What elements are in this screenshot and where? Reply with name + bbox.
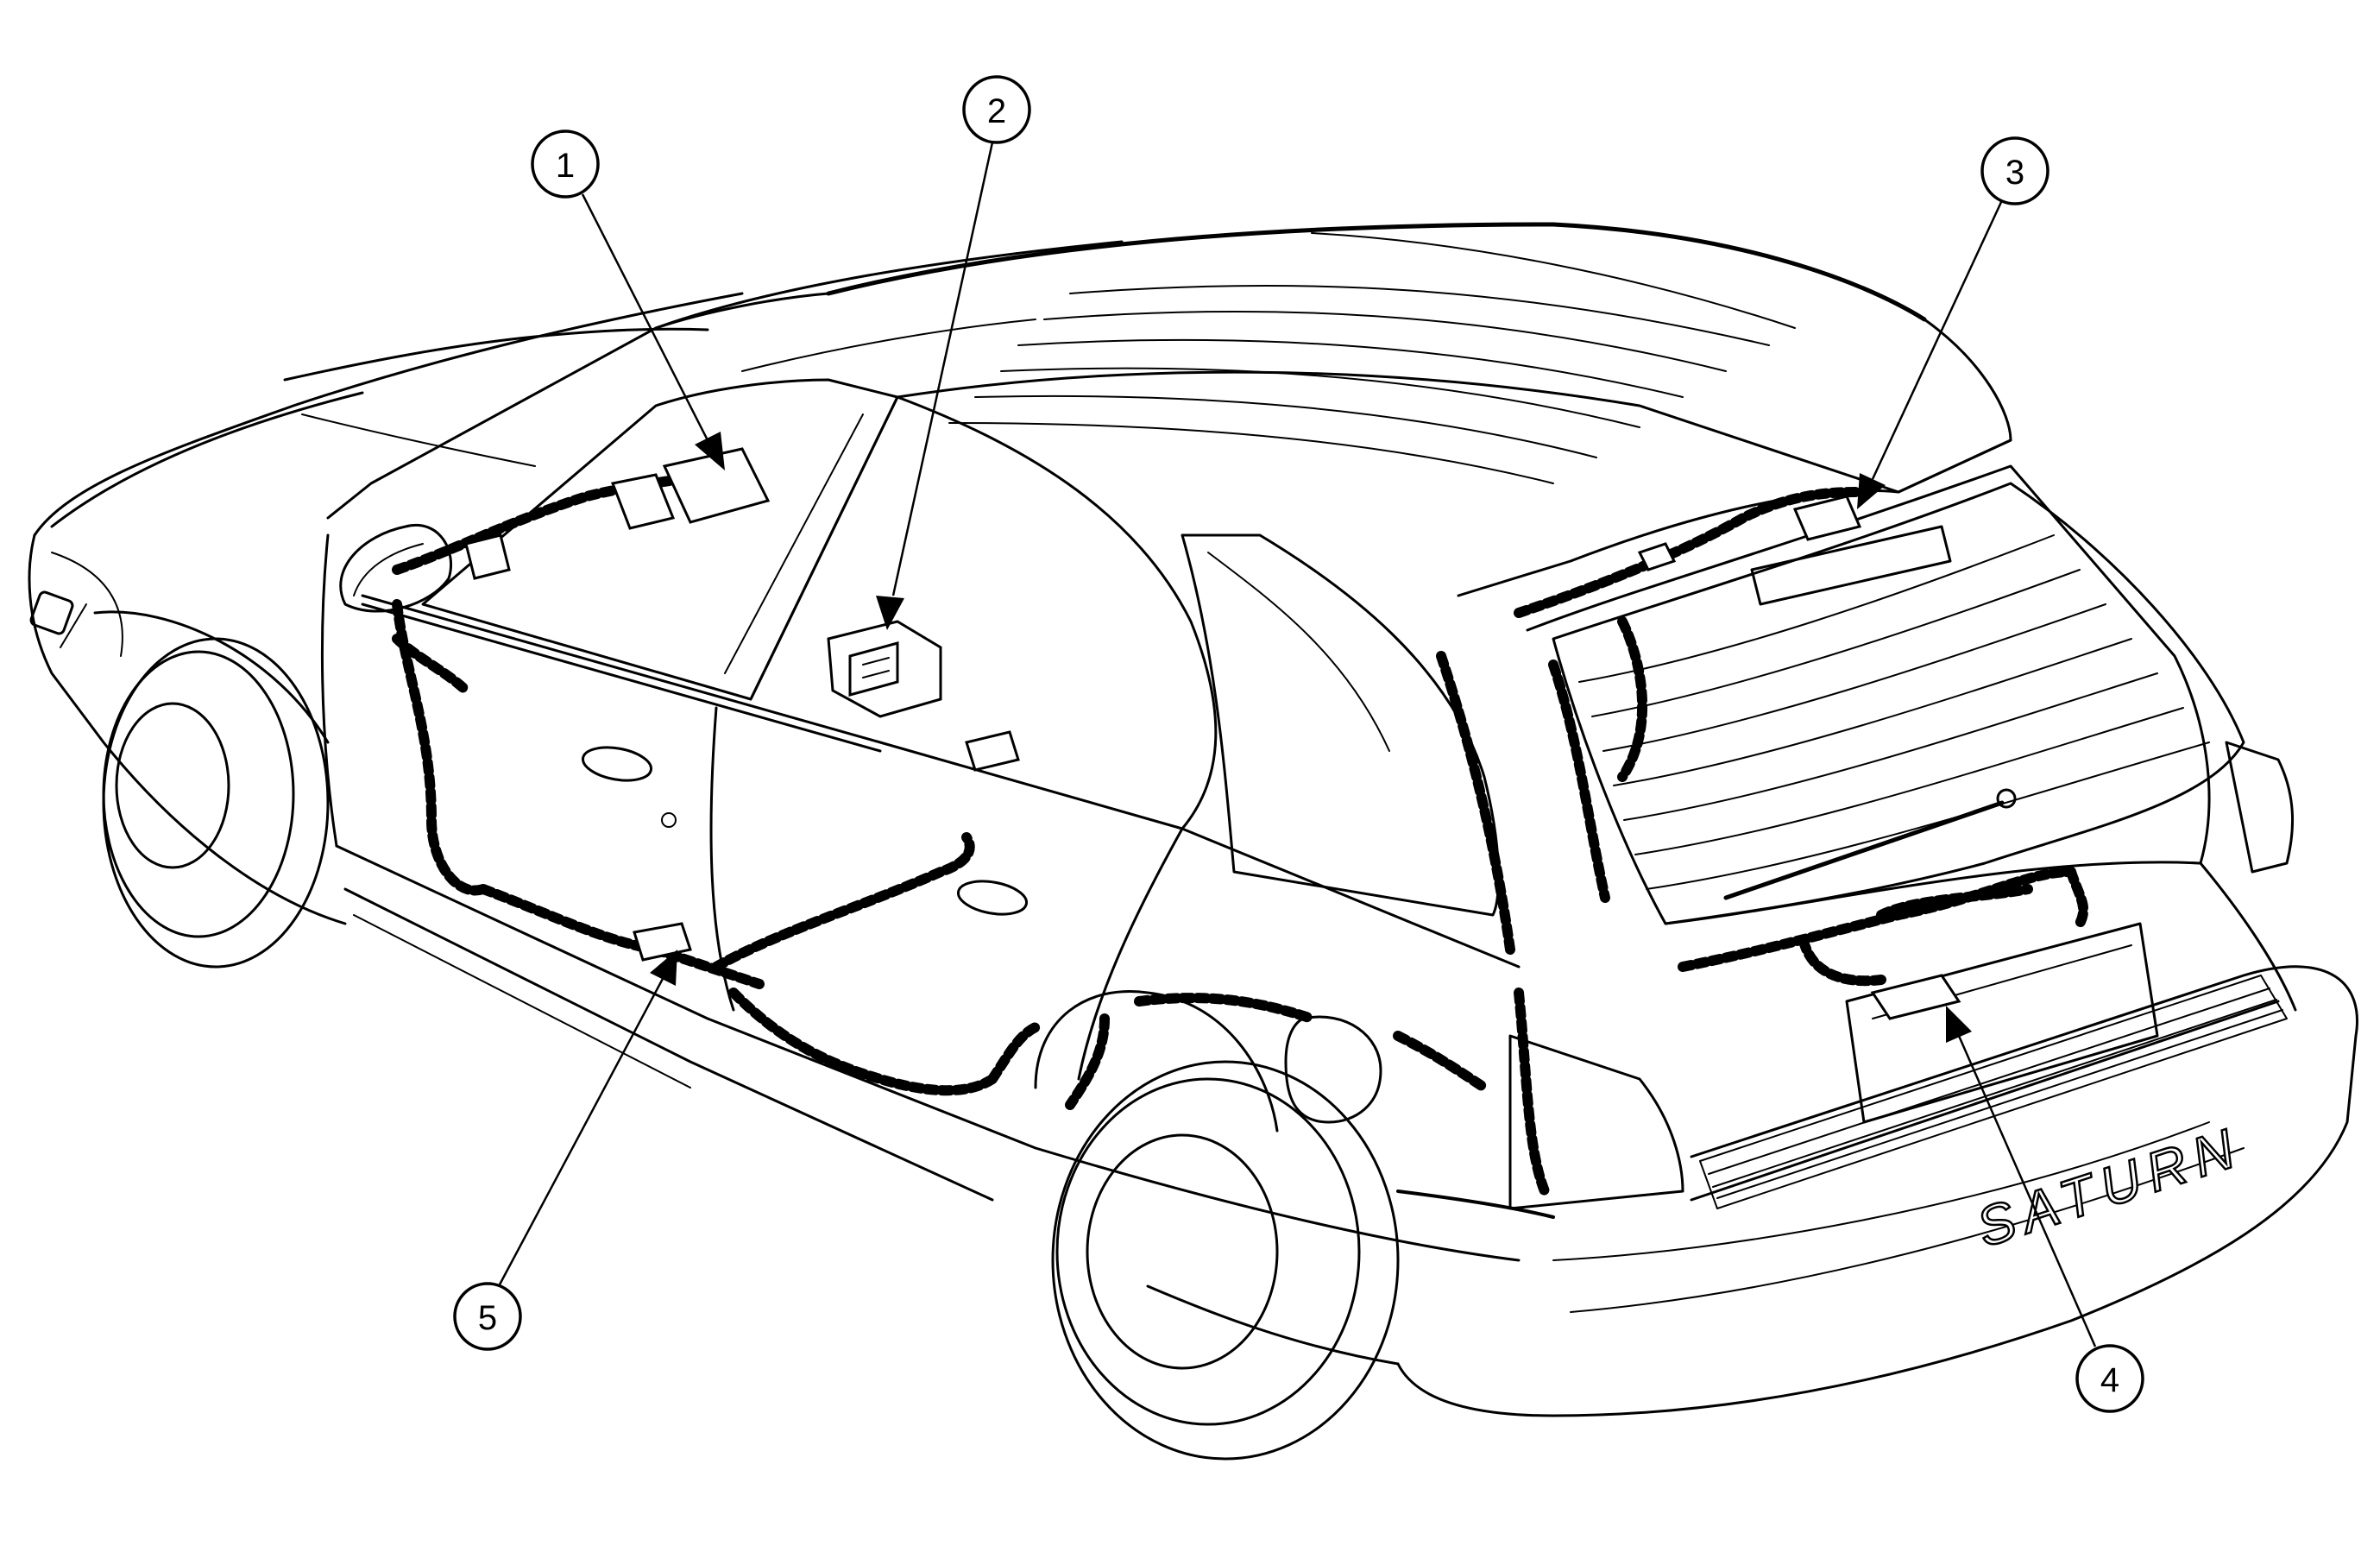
callout-5-number: 5: [478, 1299, 497, 1337]
callout-1-number: 1: [556, 147, 575, 185]
component-3-connector: [1637, 495, 1862, 571]
rear-step-pad: [1699, 975, 2288, 1209]
callout-2-number: 2: [987, 92, 1006, 130]
callout-5: 5: [453, 950, 677, 1351]
callout-3-number: 3: [2005, 154, 2024, 192]
callout-3: 3: [1857, 136, 2049, 509]
component-4-connector: [1870, 974, 1961, 1020]
callout-2: 2: [876, 75, 1031, 630]
front-wheel: [93, 610, 330, 969]
callout-1: 1: [531, 129, 725, 470]
rear-badge: SATURN: [1969, 1114, 2250, 1259]
callout-4: 4: [1946, 1006, 2144, 1413]
rear-wheel: [1034, 990, 1400, 1461]
wiring-harnesses: [392, 465, 2089, 1219]
callout-4-number: 4: [2100, 1361, 2119, 1399]
component-2-connector-block: [827, 620, 1020, 772]
